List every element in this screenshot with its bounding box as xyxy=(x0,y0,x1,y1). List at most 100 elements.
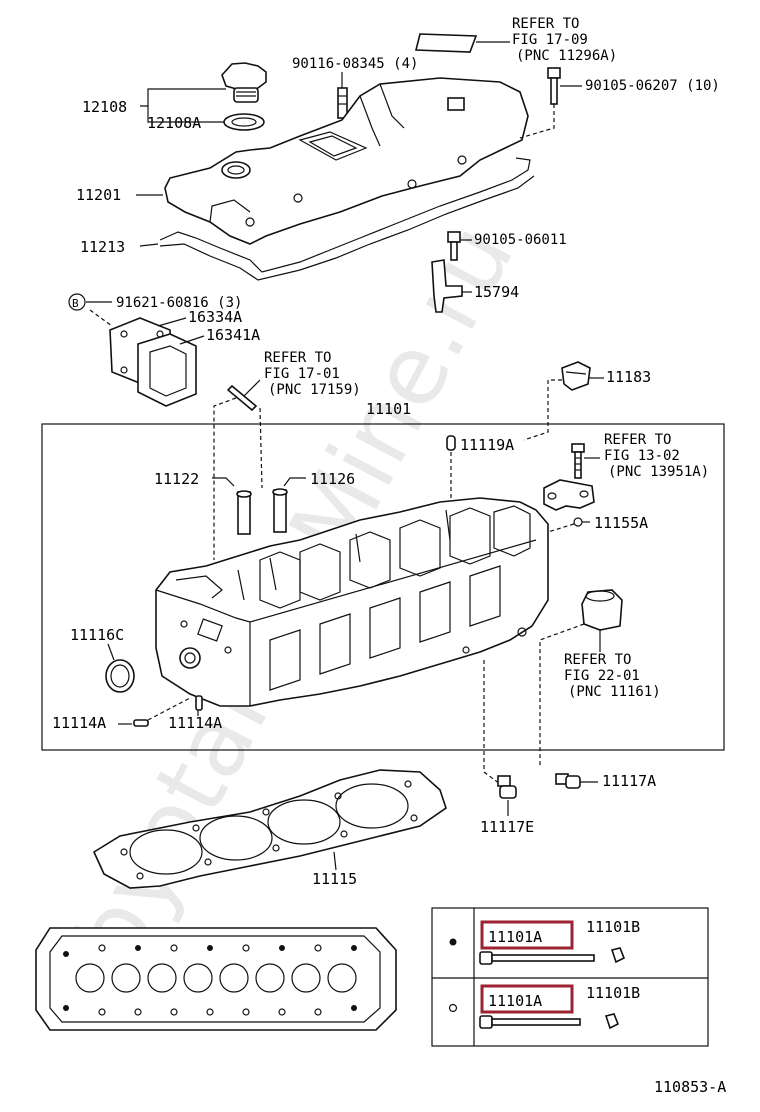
legend-row-1: 11101A 11101B xyxy=(479,918,640,965)
diagram-id: 110853-A xyxy=(654,1078,726,1096)
reference-fig-22-01: REFER TO FIG 22-01 (PNC 11161) xyxy=(564,652,661,700)
head-gasket xyxy=(92,769,447,889)
valve-guide-11126 xyxy=(272,488,288,533)
bearing-cap xyxy=(543,479,595,511)
seal-11296a xyxy=(414,33,478,53)
reference-fig-17-09: REFER TO FIG 17-09 (PNC 11296A) xyxy=(512,16,617,64)
svg-text:(PNC 11296A): (PNC 11296A) xyxy=(516,48,617,64)
tappet-11161 xyxy=(581,589,623,631)
b-marker-circle xyxy=(68,293,86,311)
filler-cap-gasket xyxy=(223,113,265,131)
callout-16341a: 16341A xyxy=(206,326,260,344)
callout-90105-06207: 90105-06207 (10) xyxy=(585,78,720,94)
leader-12108 xyxy=(140,88,226,107)
dash-11183 xyxy=(523,379,562,441)
cap-11183 xyxy=(561,361,591,391)
oil-filler-cap xyxy=(221,62,267,103)
callout-11115: 11115 xyxy=(312,870,357,888)
svg-text:(PNC 17159): (PNC 17159) xyxy=(268,382,361,398)
svg-text:REFER TO: REFER TO xyxy=(264,350,331,366)
svg-text:FIG 22-01: FIG 22-01 xyxy=(564,668,640,684)
cylinder-head xyxy=(155,497,549,707)
callout-11116c: 11116C xyxy=(70,626,124,644)
leader-ref2 xyxy=(243,379,261,397)
callout-11122: 11122 xyxy=(154,470,199,488)
bolt-marker-dots-filled xyxy=(63,945,357,1011)
callout-90116: 90116-08345 (4) xyxy=(292,56,418,72)
legend-row-1-washer: 11101B xyxy=(586,918,640,936)
leader-11115 xyxy=(333,851,337,871)
svg-text:FIG 17-01: FIG 17-01 xyxy=(264,366,340,382)
dash-11117e xyxy=(483,660,501,785)
svg-text:REFER TO: REFER TO xyxy=(564,652,631,668)
legend-filled-dot xyxy=(449,938,457,946)
leader-11213 xyxy=(139,243,159,247)
plug-11117e xyxy=(497,775,517,799)
dash-11114a-1 xyxy=(147,697,191,721)
cover-gasket xyxy=(159,157,535,281)
leader-16341a xyxy=(179,335,205,345)
plug-11117a xyxy=(555,773,581,789)
bolt-legend-table xyxy=(431,907,709,1047)
valve-guide-11122 xyxy=(236,490,252,535)
leader-16334a xyxy=(157,317,187,327)
callout-11117a: 11117A xyxy=(602,772,656,790)
leader-11126 xyxy=(283,477,306,487)
stud-17159 xyxy=(226,384,258,412)
svg-text:REFER TO: REFER TO xyxy=(604,432,671,448)
cylinder-head-assy-frame xyxy=(41,423,725,751)
leader-11116c xyxy=(107,643,115,661)
callout-11155a: 11155A xyxy=(594,514,648,532)
pin-11114a-2 xyxy=(195,695,203,711)
callout-12108: 12108 xyxy=(82,98,127,116)
pin-11114a-1 xyxy=(133,719,149,727)
svg-text:(PNC 11161): (PNC 11161) xyxy=(568,684,661,700)
reference-fig-13-02: REFER TO FIG 13-02 (PNC 13951A) xyxy=(604,432,709,480)
callout-11101: 11101 xyxy=(366,400,411,418)
legend-row-2-bolt: 11101A xyxy=(488,992,542,1010)
bolt-13951a xyxy=(571,443,585,479)
leader-12108a xyxy=(147,106,224,123)
callout-12108a: 12108A xyxy=(147,114,201,132)
svg-text:FIG 13-02: FIG 13-02 xyxy=(604,448,680,464)
stud-90116 xyxy=(337,87,348,119)
reference-fig-17-01: REFER TO FIG 17-01 (PNC 17159) xyxy=(264,350,361,398)
legend-row-1-bolt: 11101A xyxy=(488,928,542,946)
callout-11114a-2: 11114A xyxy=(168,714,222,732)
dash-90105-06207 xyxy=(519,104,555,139)
callout-11117e: 11117E xyxy=(480,818,534,836)
svg-text:FIG 17-09: FIG 17-09 xyxy=(512,32,588,48)
legend-row-2-washer: 11101B xyxy=(586,984,640,1002)
pin-11155a xyxy=(573,517,583,527)
svg-text:(PNC 13951A): (PNC 13951A) xyxy=(608,464,709,480)
dash-91621 xyxy=(89,309,113,327)
svg-text:REFER TO: REFER TO xyxy=(512,16,579,32)
dash-ref2 xyxy=(213,397,237,560)
callout-11119a: 11119A xyxy=(460,436,514,454)
bolt-90105-06011 xyxy=(447,231,461,261)
plug-11116c xyxy=(105,659,135,693)
highlight-box-2 xyxy=(480,984,574,1014)
sensor-15794 xyxy=(431,259,463,313)
leader-11122 xyxy=(212,477,235,487)
callout-15794: 15794 xyxy=(474,283,519,301)
dash-guide xyxy=(259,407,263,489)
callout-90105-06011: 90105-06011 xyxy=(474,232,567,248)
b-marker: B xyxy=(72,297,79,310)
bolt-90105-06207 xyxy=(547,67,561,105)
pin-11119a xyxy=(446,435,456,451)
callout-11201: 11201 xyxy=(76,186,121,204)
callout-16334a: 16334A xyxy=(188,308,242,326)
bolt-pattern-diagram xyxy=(35,927,397,1031)
legend-open-dot xyxy=(448,1003,458,1013)
legend-row-2: 11101A 11101B xyxy=(479,984,640,1030)
gasket-16341a xyxy=(137,333,197,407)
cylinder-head-cover xyxy=(164,77,529,245)
callout-11126: 11126 xyxy=(310,470,355,488)
dash-11155a xyxy=(547,523,575,533)
callout-11114a-1: 11114A xyxy=(52,714,106,732)
highlight-box-1 xyxy=(480,920,574,950)
dash-ref4 xyxy=(539,623,585,768)
callout-11213: 11213 xyxy=(80,238,125,256)
